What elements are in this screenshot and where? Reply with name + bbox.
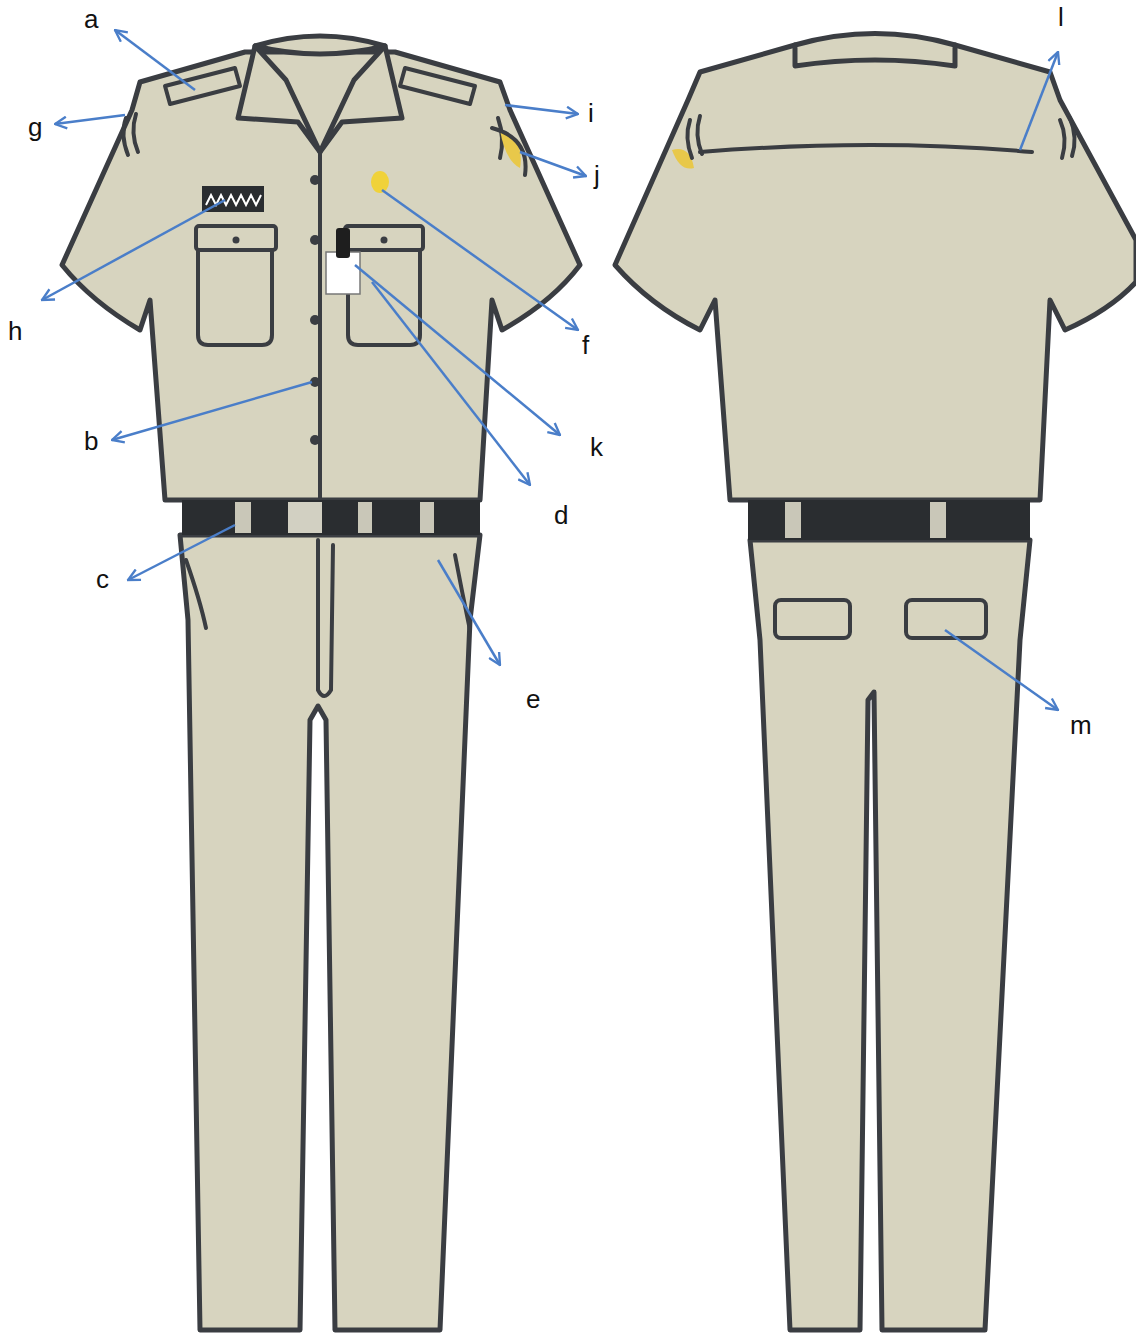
- leader-arrow: [438, 560, 500, 665]
- leader-arrow: [1020, 52, 1058, 150]
- callout-letter: c: [96, 564, 109, 594]
- back-shirt: [615, 45, 1136, 500]
- callout-letter: a: [84, 4, 98, 34]
- callout-letter: e: [526, 684, 540, 714]
- leader-arrow: [128, 525, 235, 580]
- belt-loop: [420, 502, 434, 533]
- collar-left: [238, 46, 320, 152]
- sleeve-stripes-back-left: [687, 116, 702, 158]
- leader-lines: [42, 30, 1058, 710]
- button: [310, 235, 320, 245]
- leader-arrow: [945, 630, 1058, 710]
- sleeve-stripes-right: [498, 118, 502, 158]
- belt-loop: [785, 502, 801, 538]
- belt-loop: [358, 502, 372, 533]
- name-tag-text: [206, 195, 261, 205]
- callout-letter: k: [590, 432, 603, 462]
- callout-letter: g: [28, 112, 42, 142]
- belt-back: [748, 500, 1030, 540]
- callout-letter: f: [582, 330, 589, 360]
- chest-badge: [371, 171, 389, 193]
- back-trousers: [750, 540, 1030, 1330]
- pocket-flap-left: [196, 226, 276, 250]
- callout-letter: j: [594, 160, 600, 190]
- side-pocket-left: [186, 560, 206, 628]
- leader-arrow: [355, 265, 560, 435]
- callout-letter: h: [8, 316, 22, 346]
- placket: [318, 152, 322, 500]
- id-clip: [336, 228, 350, 258]
- front-shirt: [62, 52, 580, 500]
- buttons: [310, 175, 320, 445]
- pocket-button: [233, 237, 240, 244]
- belt-loop: [235, 502, 251, 533]
- button: [310, 435, 320, 445]
- callout-letter: i: [588, 98, 594, 128]
- epaulette-right: [400, 68, 475, 104]
- sleeve-stripes-left: [123, 114, 138, 155]
- pocket-button: [381, 237, 388, 244]
- leader-arrow: [115, 30, 195, 90]
- collar-band: [255, 36, 385, 54]
- back-yoke: [700, 145, 1032, 152]
- pocket-flap-right: [345, 226, 423, 250]
- leader-arrow: [505, 105, 578, 114]
- label-patch: [585, 155, 640, 200]
- trouser-fly: [318, 540, 333, 696]
- belt-loop: [930, 502, 946, 538]
- epaulette-left: [165, 68, 240, 104]
- callout-letter: b: [84, 426, 98, 456]
- callout-letter: d: [554, 500, 568, 530]
- back-collar: [795, 34, 955, 67]
- collar-right: [320, 46, 402, 152]
- leader-arrow: [112, 382, 312, 440]
- sleeve-stripes-back-right: [1060, 118, 1075, 158]
- button: [310, 175, 320, 185]
- leader-arrow: [520, 152, 586, 176]
- front-trousers: [180, 535, 480, 1330]
- id-card: [326, 252, 360, 294]
- belt-buckle: [288, 502, 322, 533]
- leader-arrow: [372, 282, 530, 485]
- leader-arrow: [42, 200, 225, 300]
- leader-arrow: [55, 115, 125, 124]
- callout-letter: m: [1070, 710, 1092, 740]
- back-pocket: [906, 600, 986, 638]
- button: [310, 315, 320, 325]
- back-pocket: [775, 600, 850, 638]
- callout-letter: l: [1058, 2, 1064, 32]
- leader-arrow: [382, 190, 578, 330]
- pocket-left: [198, 250, 272, 345]
